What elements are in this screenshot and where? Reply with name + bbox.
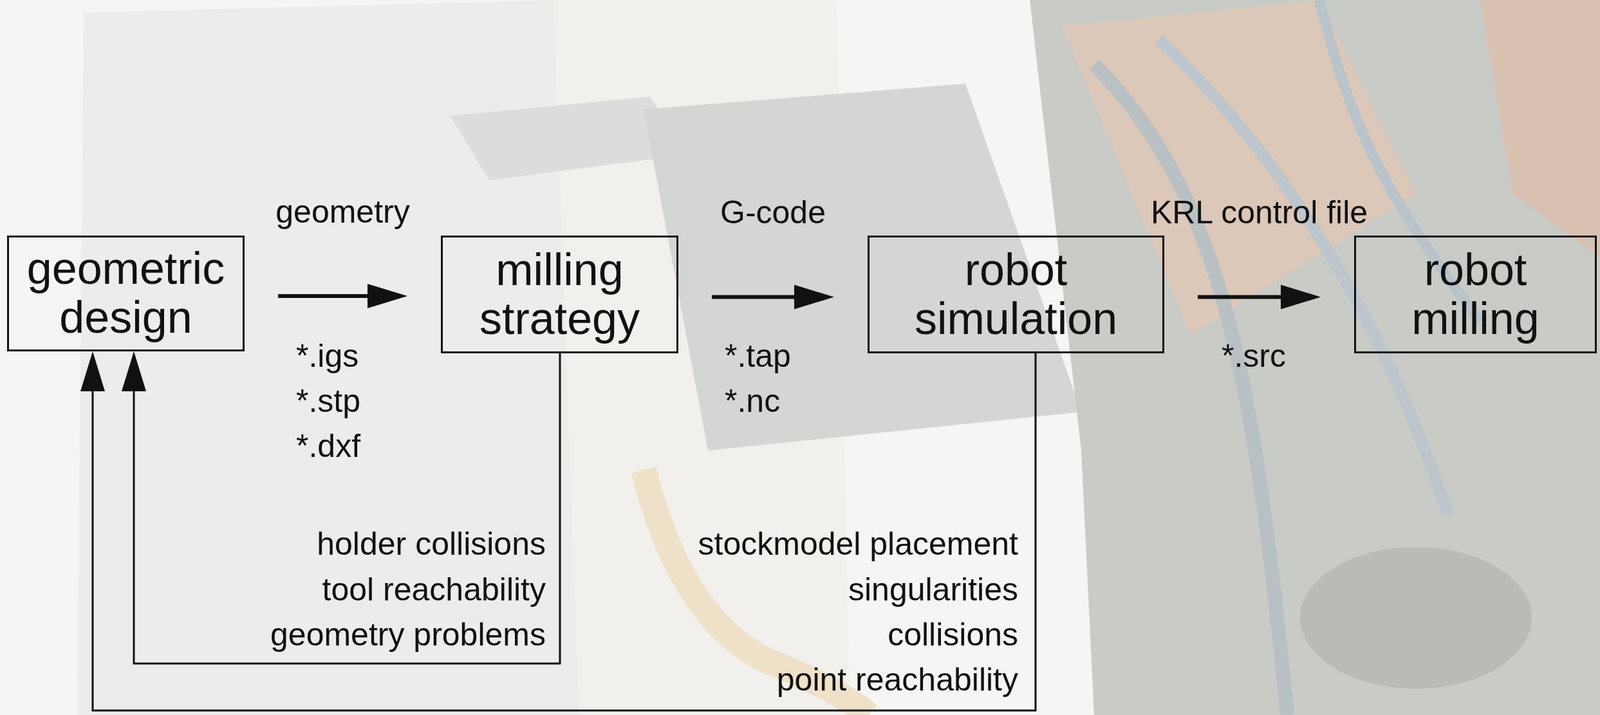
arrow-head: [794, 285, 835, 310]
feedback-note: point reachability: [776, 662, 1019, 698]
robot-arm: [1029, 0, 1600, 715]
file-extension: *.igs: [296, 338, 359, 374]
box-label: robot milling: [1356, 245, 1595, 344]
connector-line: [133, 353, 560, 664]
flow-arrow: [80, 351, 1036, 711]
flow-arrow: [121, 351, 560, 664]
connector-line: [1197, 295, 1289, 300]
file-extension: *.nc: [724, 383, 781, 419]
cable: [1158, 38, 1449, 515]
edge-label: geometry: [275, 194, 410, 230]
box-label: geometric design: [9, 244, 243, 342]
file-extension: *.dxf: [296, 428, 361, 465]
process-box: geometric design: [7, 235, 245, 352]
box-label: milling strategy: [442, 245, 677, 344]
process-box: robot simulation: [867, 235, 1165, 354]
foam-block: [77, 0, 580, 715]
arrow-head: [80, 351, 105, 392]
connector-line: [278, 294, 376, 298]
edge-label: G-code: [720, 195, 826, 231]
feedback-note: geometry problems: [270, 617, 546, 653]
file-extension: *.src: [1221, 338, 1286, 374]
arrow-head: [121, 351, 147, 392]
flow-arrow: [1197, 285, 1321, 310]
feedback-note: holder collisions: [316, 526, 546, 562]
robot-orange-joint: [1480, 0, 1600, 258]
robot-orange-body: [1061, 0, 1416, 335]
arrow-head: [367, 283, 408, 309]
feedback-note: singularities: [848, 572, 1019, 608]
feedback-note: stockmodel placement: [698, 526, 1019, 562]
connector-line: [711, 295, 802, 300]
box-label: robot simulation: [869, 245, 1163, 344]
process-box: robot milling: [1354, 235, 1597, 354]
robot-base: [1300, 547, 1532, 689]
process-box: milling strategy: [440, 235, 679, 354]
flow-arrow: [278, 283, 408, 309]
file-extension: *.tap: [724, 338, 791, 374]
feedback-note: collisions: [887, 617, 1019, 653]
cable: [1094, 64, 1288, 715]
file-extension: *.stp: [296, 383, 361, 419]
connector-line: [92, 353, 1036, 711]
edge-label: KRL control file: [1150, 195, 1368, 231]
arrow-head: [1280, 285, 1321, 310]
feedback-note: tool reachability: [322, 572, 546, 608]
flow-arrow: [711, 285, 835, 310]
